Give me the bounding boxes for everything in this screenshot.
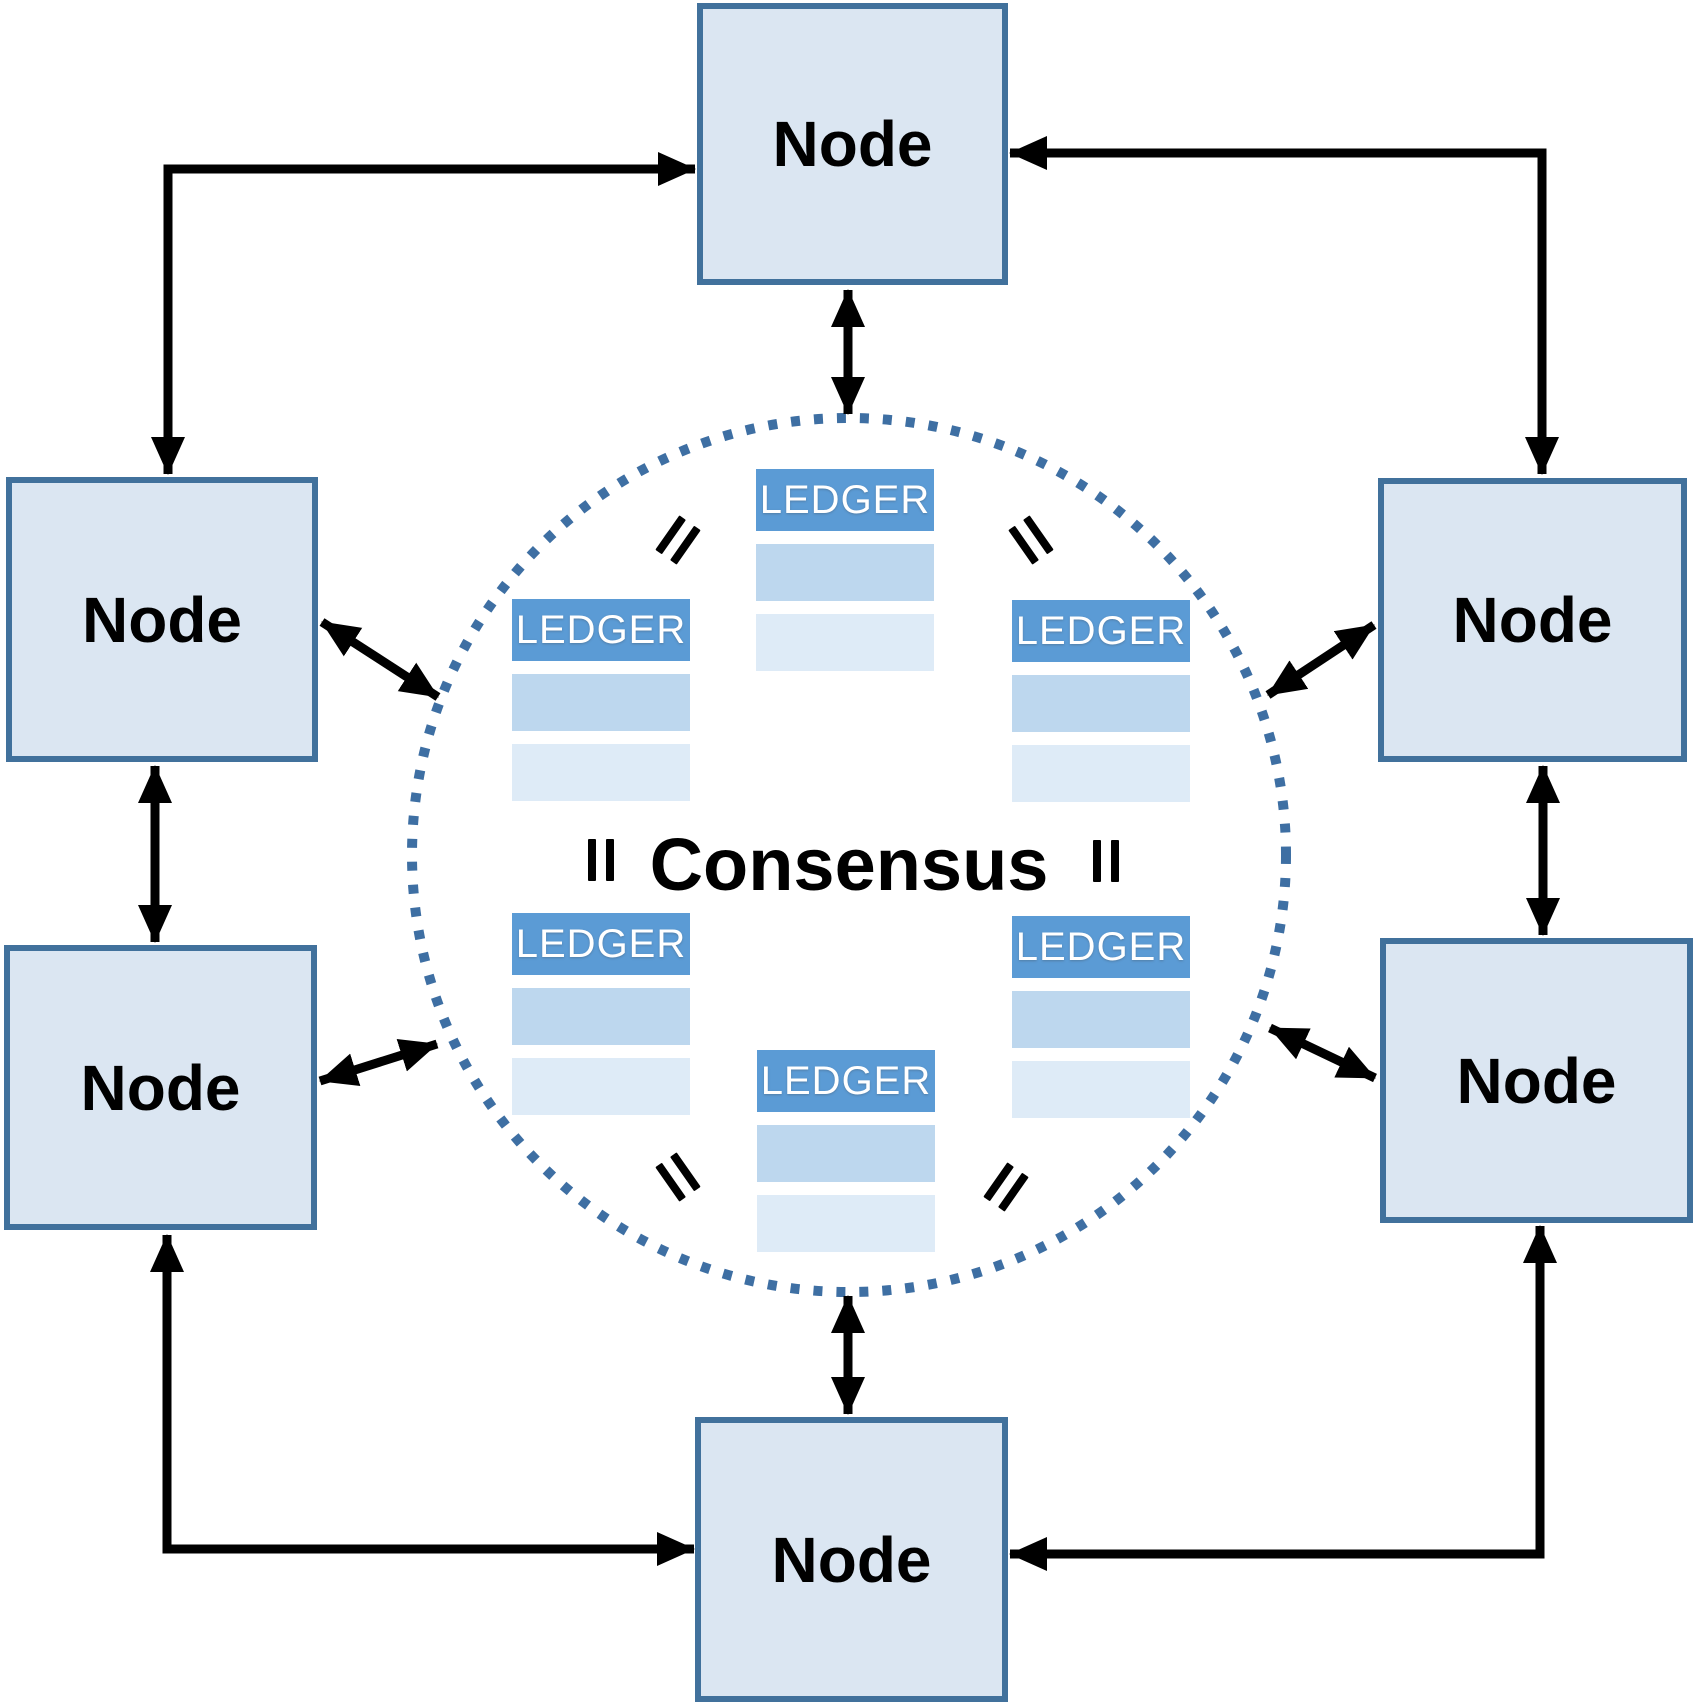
arrow-elbow-bottom-left: [150, 1234, 695, 1566]
arrow-elbow-top-left: [151, 152, 696, 475]
equals-bar: [1111, 840, 1119, 882]
arrow-elbow-bottom-right: [1009, 1225, 1557, 1571]
node-box-bottom: Node: [695, 1417, 1008, 1702]
node-box-upper-left: Node: [6, 477, 318, 762]
ledger-row: [757, 1195, 935, 1252]
ledger-header: LEDGER: [512, 913, 690, 975]
node-label: Node: [1456, 1044, 1617, 1117]
node-label: Node: [82, 583, 242, 656]
equals-icon: [588, 839, 614, 881]
consensus-label: Consensus: [649, 822, 1049, 906]
node-label: Node: [772, 108, 933, 180]
ledger-row: [756, 614, 934, 671]
ledger-row: [1012, 675, 1190, 732]
equals-bar: [588, 839, 596, 881]
ledger-row: [1012, 745, 1190, 802]
ledger-lower-right: LEDGER: [1012, 916, 1190, 1118]
ledger-row: [1012, 1061, 1190, 1118]
node-box-lower-right: Node: [1380, 938, 1693, 1223]
arrow-elbow-top-right: [1009, 136, 1559, 475]
ledger-header: LEDGER: [512, 599, 690, 661]
ledger-row: [1012, 991, 1190, 1048]
ledger-top: LEDGER: [756, 469, 934, 671]
equals-bar: [606, 839, 614, 881]
equals-bar: [1093, 840, 1101, 882]
ledger-header: LEDGER: [757, 1050, 935, 1112]
arrow-upperright-diagonal: [1265, 621, 1377, 699]
ledger-header: LEDGER: [1012, 600, 1190, 662]
node-box-lower-left: Node: [4, 945, 317, 1230]
ledger-bottom: LEDGER: [757, 1050, 935, 1252]
node-label: Node: [1452, 584, 1613, 656]
node-box-upper-right: Node: [1378, 478, 1687, 762]
arrow-upperleft-diagonal: [319, 618, 441, 701]
ledger-row: [512, 744, 690, 801]
ledger-row: [512, 674, 690, 731]
ledger-row: [757, 1125, 935, 1182]
ledger-row: [512, 1058, 690, 1115]
consensus-circle: [407, 413, 1291, 1297]
ledger-header: LEDGER: [756, 469, 934, 531]
ledger-row: [756, 544, 934, 601]
ledger-lower-left: LEDGER: [512, 913, 690, 1115]
equals-icon: [1093, 840, 1119, 882]
ledger-row: [512, 988, 690, 1045]
arrow-lowerright-diagonal: [1268, 1023, 1377, 1083]
ledger-header: LEDGER: [1012, 916, 1190, 978]
node-label: Node: [771, 1523, 932, 1596]
node-label: Node: [80, 1051, 241, 1124]
ledger-upper-left: LEDGER: [512, 599, 690, 801]
node-box-top: Node: [697, 3, 1008, 285]
ledger-upper-right: LEDGER: [1012, 600, 1190, 802]
arrow-lowerleft-diagonal: [318, 1038, 439, 1087]
